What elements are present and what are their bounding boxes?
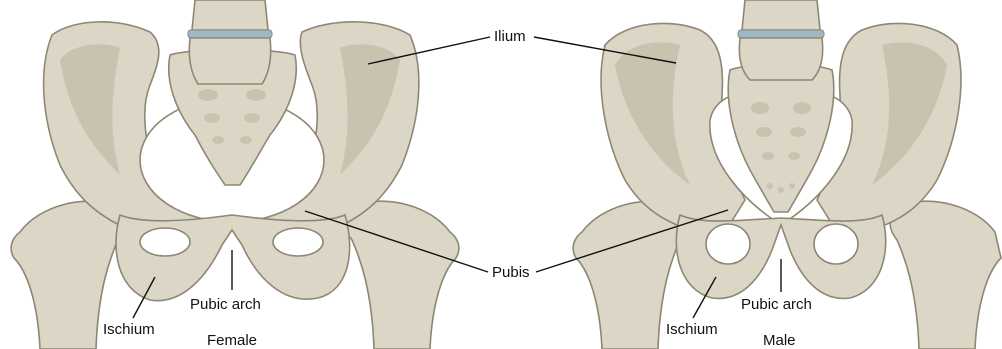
female-ischium-label: Ischium (103, 322, 155, 337)
pubis-label: Pubis (492, 265, 530, 280)
male-intervertebral-disc (738, 30, 824, 38)
female-intervertebral-disc (188, 30, 272, 38)
ilium-label: Ilium (494, 29, 526, 44)
male-right-femur (890, 201, 1001, 349)
male-ischium-label: Ischium (666, 322, 718, 337)
female-right-obturator (273, 228, 323, 256)
female-left-obturator (140, 228, 190, 256)
female-pubic-ring (116, 215, 350, 301)
female-caption: Female (207, 333, 257, 348)
female-pubic-arch-label: Pubic arch (190, 297, 261, 312)
male-caption: Male (763, 333, 796, 348)
female-right-femur (345, 201, 459, 349)
male-pubic-arch-label: Pubic arch (741, 297, 812, 312)
female-lumbar-vertebra (192, 0, 268, 30)
male-right-obturator (814, 224, 858, 264)
male-lumbar-vertebra (742, 0, 820, 30)
male-left-obturator (706, 224, 750, 264)
